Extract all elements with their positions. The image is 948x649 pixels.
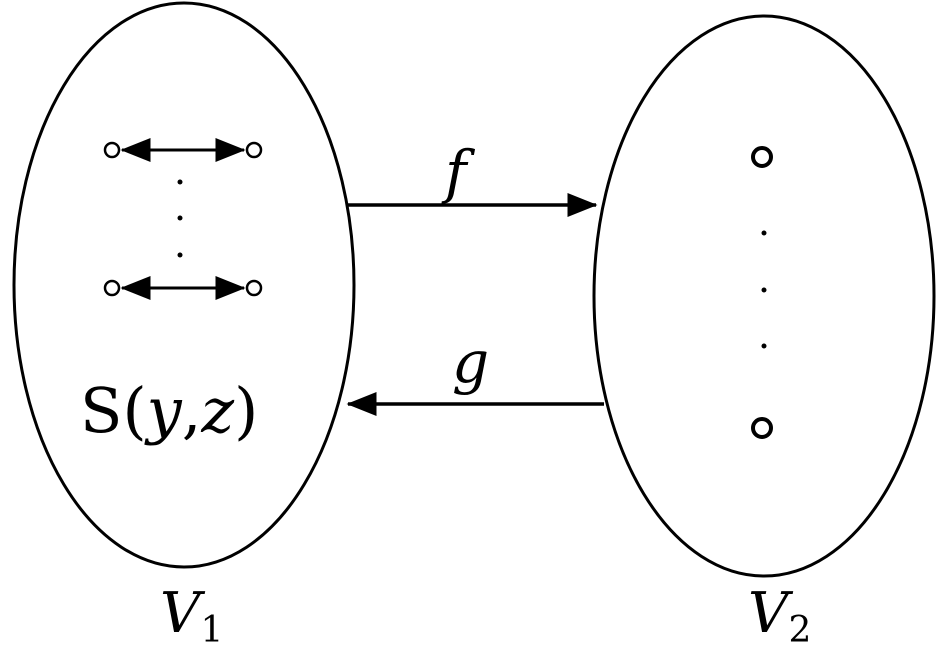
left-set-ellipse bbox=[12, 1, 356, 569]
left-set-subscript: 1 bbox=[200, 610, 223, 649]
top-right-node bbox=[245, 141, 263, 159]
ellipsis-dot bbox=[177, 215, 183, 221]
ellipsis-dot bbox=[177, 252, 183, 258]
ellipsis-dot bbox=[761, 287, 767, 293]
bottom-pair bbox=[103, 276, 263, 300]
ellipsis-dot bbox=[177, 179, 183, 185]
map-f: f bbox=[348, 138, 598, 217]
right-bottom-node bbox=[751, 417, 773, 439]
left-set-label: V1 bbox=[160, 581, 223, 649]
expr-prefix: S( bbox=[80, 374, 147, 447]
right-set-v2: V2 bbox=[592, 14, 936, 649]
map-f-label: f bbox=[441, 138, 476, 206]
ellipsis-dot bbox=[761, 230, 767, 236]
expr-suffix: ) bbox=[234, 374, 258, 447]
right-vertical-ellipsis bbox=[761, 230, 767, 349]
bottom-right-node bbox=[245, 279, 263, 297]
top-pair bbox=[103, 138, 263, 162]
left-set-v1: S(y,z) V1 bbox=[12, 1, 356, 649]
bottom-left-node bbox=[103, 279, 121, 297]
ellipsis-dot bbox=[761, 343, 767, 349]
left-set-name: V bbox=[160, 581, 206, 646]
right-top-node bbox=[751, 146, 773, 168]
map-g-label: g bbox=[452, 328, 489, 396]
expr-var-y: y bbox=[144, 374, 183, 447]
right-set-subscript: 2 bbox=[788, 610, 811, 649]
top-left-node bbox=[103, 141, 121, 159]
right-set-label: V2 bbox=[748, 581, 811, 649]
expr-var-z: z bbox=[200, 374, 234, 447]
right-set-ellipse bbox=[592, 14, 936, 578]
set-expression: S(y,z) bbox=[80, 374, 258, 447]
expr-sep: , bbox=[182, 374, 202, 447]
left-vertical-ellipsis bbox=[177, 179, 183, 258]
right-set-name: V bbox=[748, 581, 794, 646]
map-g: g bbox=[346, 328, 604, 416]
